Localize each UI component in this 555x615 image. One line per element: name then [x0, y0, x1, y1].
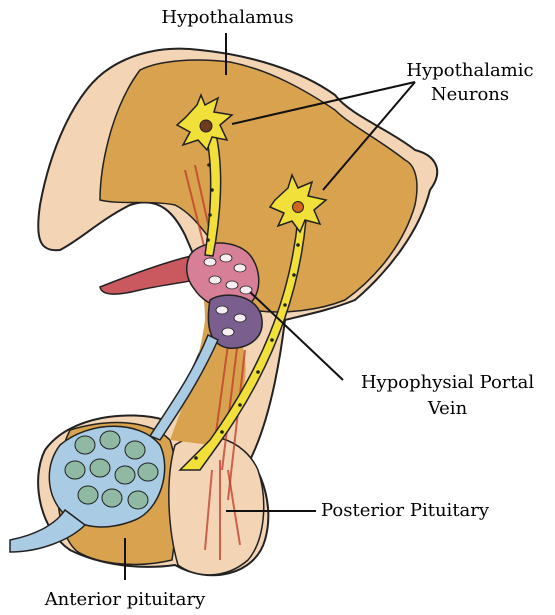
sinusoid: [234, 264, 246, 272]
secretory-cell: [75, 436, 95, 454]
sinusoid: [216, 306, 228, 314]
secretory-cell: [65, 461, 85, 479]
granule: [210, 188, 214, 192]
granule: [256, 370, 260, 374]
secretory-cell: [138, 463, 158, 481]
secretory-cell: [78, 486, 98, 504]
granule: [292, 273, 296, 277]
granule: [283, 303, 287, 307]
label-neurons-line1: Hypothalamic: [385, 59, 555, 83]
secretory-cell: [102, 489, 122, 507]
label-hypothalamus: Hypothalamus: [130, 8, 325, 28]
secretory-cell: [90, 459, 110, 477]
secretory-cell: [115, 466, 135, 484]
label-anterior-pituitary: Anterior pituitary: [20, 590, 230, 610]
label-portal-vein: Hypophysial Portal Vein: [340, 370, 555, 422]
granule: [207, 163, 211, 167]
granule: [296, 243, 300, 247]
granule: [220, 430, 224, 434]
sinusoid: [234, 314, 246, 322]
sinusoid: [204, 258, 216, 266]
label-posterior-pituitary: Posterior Pituitary: [321, 501, 489, 521]
sinusoid: [220, 254, 232, 262]
label-portal-line2: Vein: [340, 396, 555, 422]
secretory-cell: [100, 431, 120, 449]
label-neurons-line2: Neurons: [385, 83, 555, 107]
sinusoid: [226, 281, 238, 289]
posterior-lobe: [169, 436, 264, 575]
granule: [194, 456, 198, 460]
secretory-cell: [128, 491, 148, 509]
granule: [206, 238, 210, 242]
granule: [238, 403, 242, 407]
label-portal-line1: Hypophysial Portal: [340, 370, 555, 396]
label-hypothalamic-neurons: Hypothalamic Neurons: [385, 59, 555, 107]
secretory-cell: [125, 441, 145, 459]
sinusoid: [222, 328, 234, 336]
granule: [208, 213, 212, 217]
granule: [270, 338, 274, 342]
sinusoid: [209, 276, 221, 284]
